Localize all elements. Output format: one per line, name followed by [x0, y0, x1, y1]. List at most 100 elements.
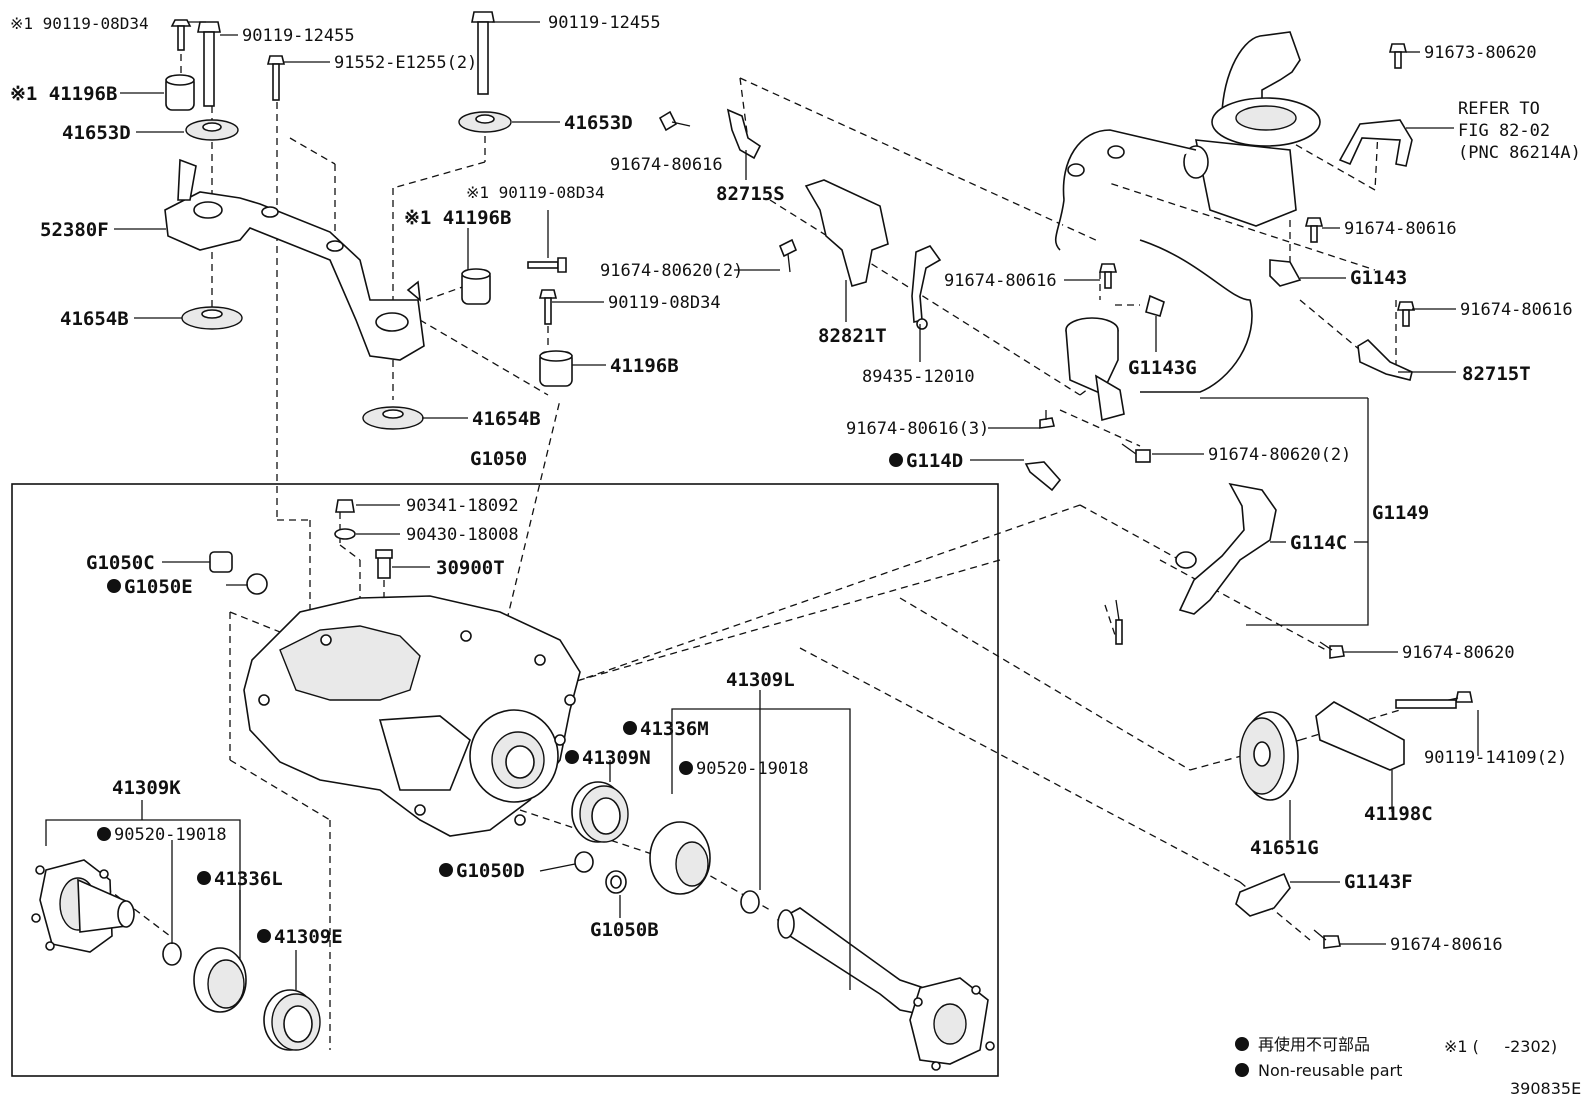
sensor-89435-12010: [911, 245, 942, 330]
legend-non-reusable-jp: 再使用不可部品: [1258, 1035, 1370, 1054]
label-90119-12455-a: 90119-12455: [242, 26, 355, 46]
label-90520-19018-l: 90520-19018: [114, 825, 227, 845]
label-g1050: G1050: [470, 448, 527, 470]
label-41653d-left: 41653D: [62, 122, 131, 144]
label-90119-08d34-top: ※1 90119-08D34: [10, 14, 149, 33]
dust-deflector-41336l: [193, 947, 247, 1013]
label-41309k: 41309K: [112, 777, 181, 799]
assembly-frame: [11, 483, 999, 1077]
non-reusable-dot: [107, 579, 121, 593]
bolt-icon: [658, 110, 691, 132]
label-41198c: 41198C: [1364, 803, 1433, 825]
label-g1143: G1143: [1350, 267, 1407, 289]
label-g1050d: G1050D: [456, 860, 525, 882]
label-82821t: 82821T: [818, 325, 887, 347]
oil-strainer: [1065, 317, 1125, 422]
gasket-90430: [334, 528, 356, 540]
non-reusable-dot: [197, 871, 211, 885]
label-refer-fig: FIG 82-02: [1458, 121, 1550, 141]
bracket-82715t: [1357, 338, 1413, 381]
non-reusable-dot: [97, 827, 111, 841]
bolt-icon: [527, 257, 567, 273]
drain-plug-90341: [335, 499, 355, 513]
label-41651g: 41651G: [1250, 837, 1319, 859]
bolt-icon: [1098, 263, 1118, 289]
label-91552-e1255: 91552-E1255(2): [334, 53, 477, 73]
label-91674-80616-b: 91674-80616: [1344, 219, 1457, 239]
label-41309l: 41309L: [726, 669, 795, 691]
label-90119-14109: 90119-14109(2): [1424, 748, 1567, 768]
plug-g1050b: [605, 870, 627, 894]
bushing-41196b-top: [165, 74, 195, 111]
non-reusable-dot: [565, 750, 579, 764]
label-g1143g: G1143G: [1128, 357, 1197, 379]
bolt-icon: [197, 21, 221, 107]
bushing-41196b-low: [539, 350, 573, 387]
non-reusable-dot: [257, 929, 271, 943]
pipe-g114c: [1115, 482, 1277, 645]
snap-ring-90520-right: [740, 890, 760, 914]
dust-deflector-41336m: [649, 821, 711, 895]
mount-41651g: [1239, 711, 1299, 801]
legend: 再使用不可部品 Non-reusable part ※1 ( -2302) 39…: [1235, 1035, 1581, 1098]
label-90430-18008: 90430-18008: [406, 525, 519, 545]
label-82715s: 82715S: [716, 183, 785, 205]
oil-pump-assembly: [1055, 31, 1321, 393]
label-90520-19018-r: 90520-19018: [696, 759, 809, 779]
bracket-refer-fig82: [1338, 119, 1413, 167]
snap-ring-90520-left: [162, 942, 182, 966]
label-82715t: 82715T: [1462, 363, 1531, 385]
bracket-82715s: [726, 108, 762, 160]
label-41309n: 41309N: [582, 747, 651, 769]
legend-dot-icon: [1235, 1063, 1249, 1077]
figure-id: 390835E: [1510, 1079, 1581, 1098]
non-reusable-dot: [439, 863, 453, 877]
label-91674-80620-2a: 91674-80620(2): [600, 261, 743, 281]
bolt-icon: [1304, 217, 1324, 243]
label-91674-80616-c: 91674-80616: [944, 271, 1057, 291]
label-41309e: 41309E: [274, 926, 343, 948]
label-90119-08d34-mid: ※1 90119-08D34: [466, 183, 605, 202]
transaxle-assembly-g1050: [243, 595, 581, 837]
label-90119-12455-b: 90119-12455: [548, 13, 661, 33]
bolt-icon: [1395, 691, 1473, 709]
bolt-icon: [538, 289, 558, 325]
g1149-bracket-frame: [1246, 398, 1369, 626]
clamp-g1143f: [1235, 872, 1291, 917]
label-91674-80620-2b: 91674-80620(2): [1208, 445, 1351, 465]
label-41196b-top: ※1 41196B: [10, 83, 117, 105]
oil-seal-41309e: [263, 989, 321, 1051]
label-91674-80616-d: 91674-80616: [1460, 300, 1573, 320]
bolt-icon: [1396, 301, 1416, 327]
bolt-icon: [1388, 43, 1408, 69]
clamp-g1143g: [1145, 294, 1165, 317]
label-g1143f: G1143F: [1344, 871, 1413, 893]
bracket-82821t: [804, 179, 889, 287]
label-90341-18092: 90341-18092: [406, 496, 519, 516]
label-refer-pnc: (PNC 86214A): [1458, 143, 1581, 163]
washer-41654b-mid: [362, 406, 424, 430]
connector-g114d: [1024, 461, 1062, 492]
legend-note-1: ※1 ( -2302): [1444, 1037, 1557, 1056]
plug-g1050c: [209, 551, 233, 573]
label-41196b-mid: ※1 41196B: [404, 207, 511, 229]
label-52380f: 52380F: [40, 219, 109, 241]
gasket-g1050e: [246, 573, 268, 595]
legend-non-reusable-en: Non-reusable part: [1258, 1061, 1402, 1080]
label-41336l: 41336L: [214, 868, 283, 890]
label-g1050e: G1050E: [124, 576, 193, 598]
label-refer-to: REFER TO: [1458, 99, 1540, 119]
non-reusable-dot: [889, 453, 903, 467]
leader-lines: [45, 21, 1479, 990]
breather-30900t: [375, 549, 393, 579]
label-41336m: 41336M: [640, 718, 709, 740]
washer-41653d-left: [185, 119, 239, 141]
label-30900t: 30900T: [436, 557, 505, 579]
clamp-g1143: [1269, 259, 1302, 287]
label-g1050c: G1050C: [86, 552, 155, 574]
bolt-icon: [471, 11, 495, 95]
label-g1149: G1149: [1372, 502, 1429, 524]
oil-seal-41309n: [571, 781, 629, 843]
part-labels: ※1 90119-08D34 90119-12455 90119-12455 9…: [10, 13, 1581, 955]
